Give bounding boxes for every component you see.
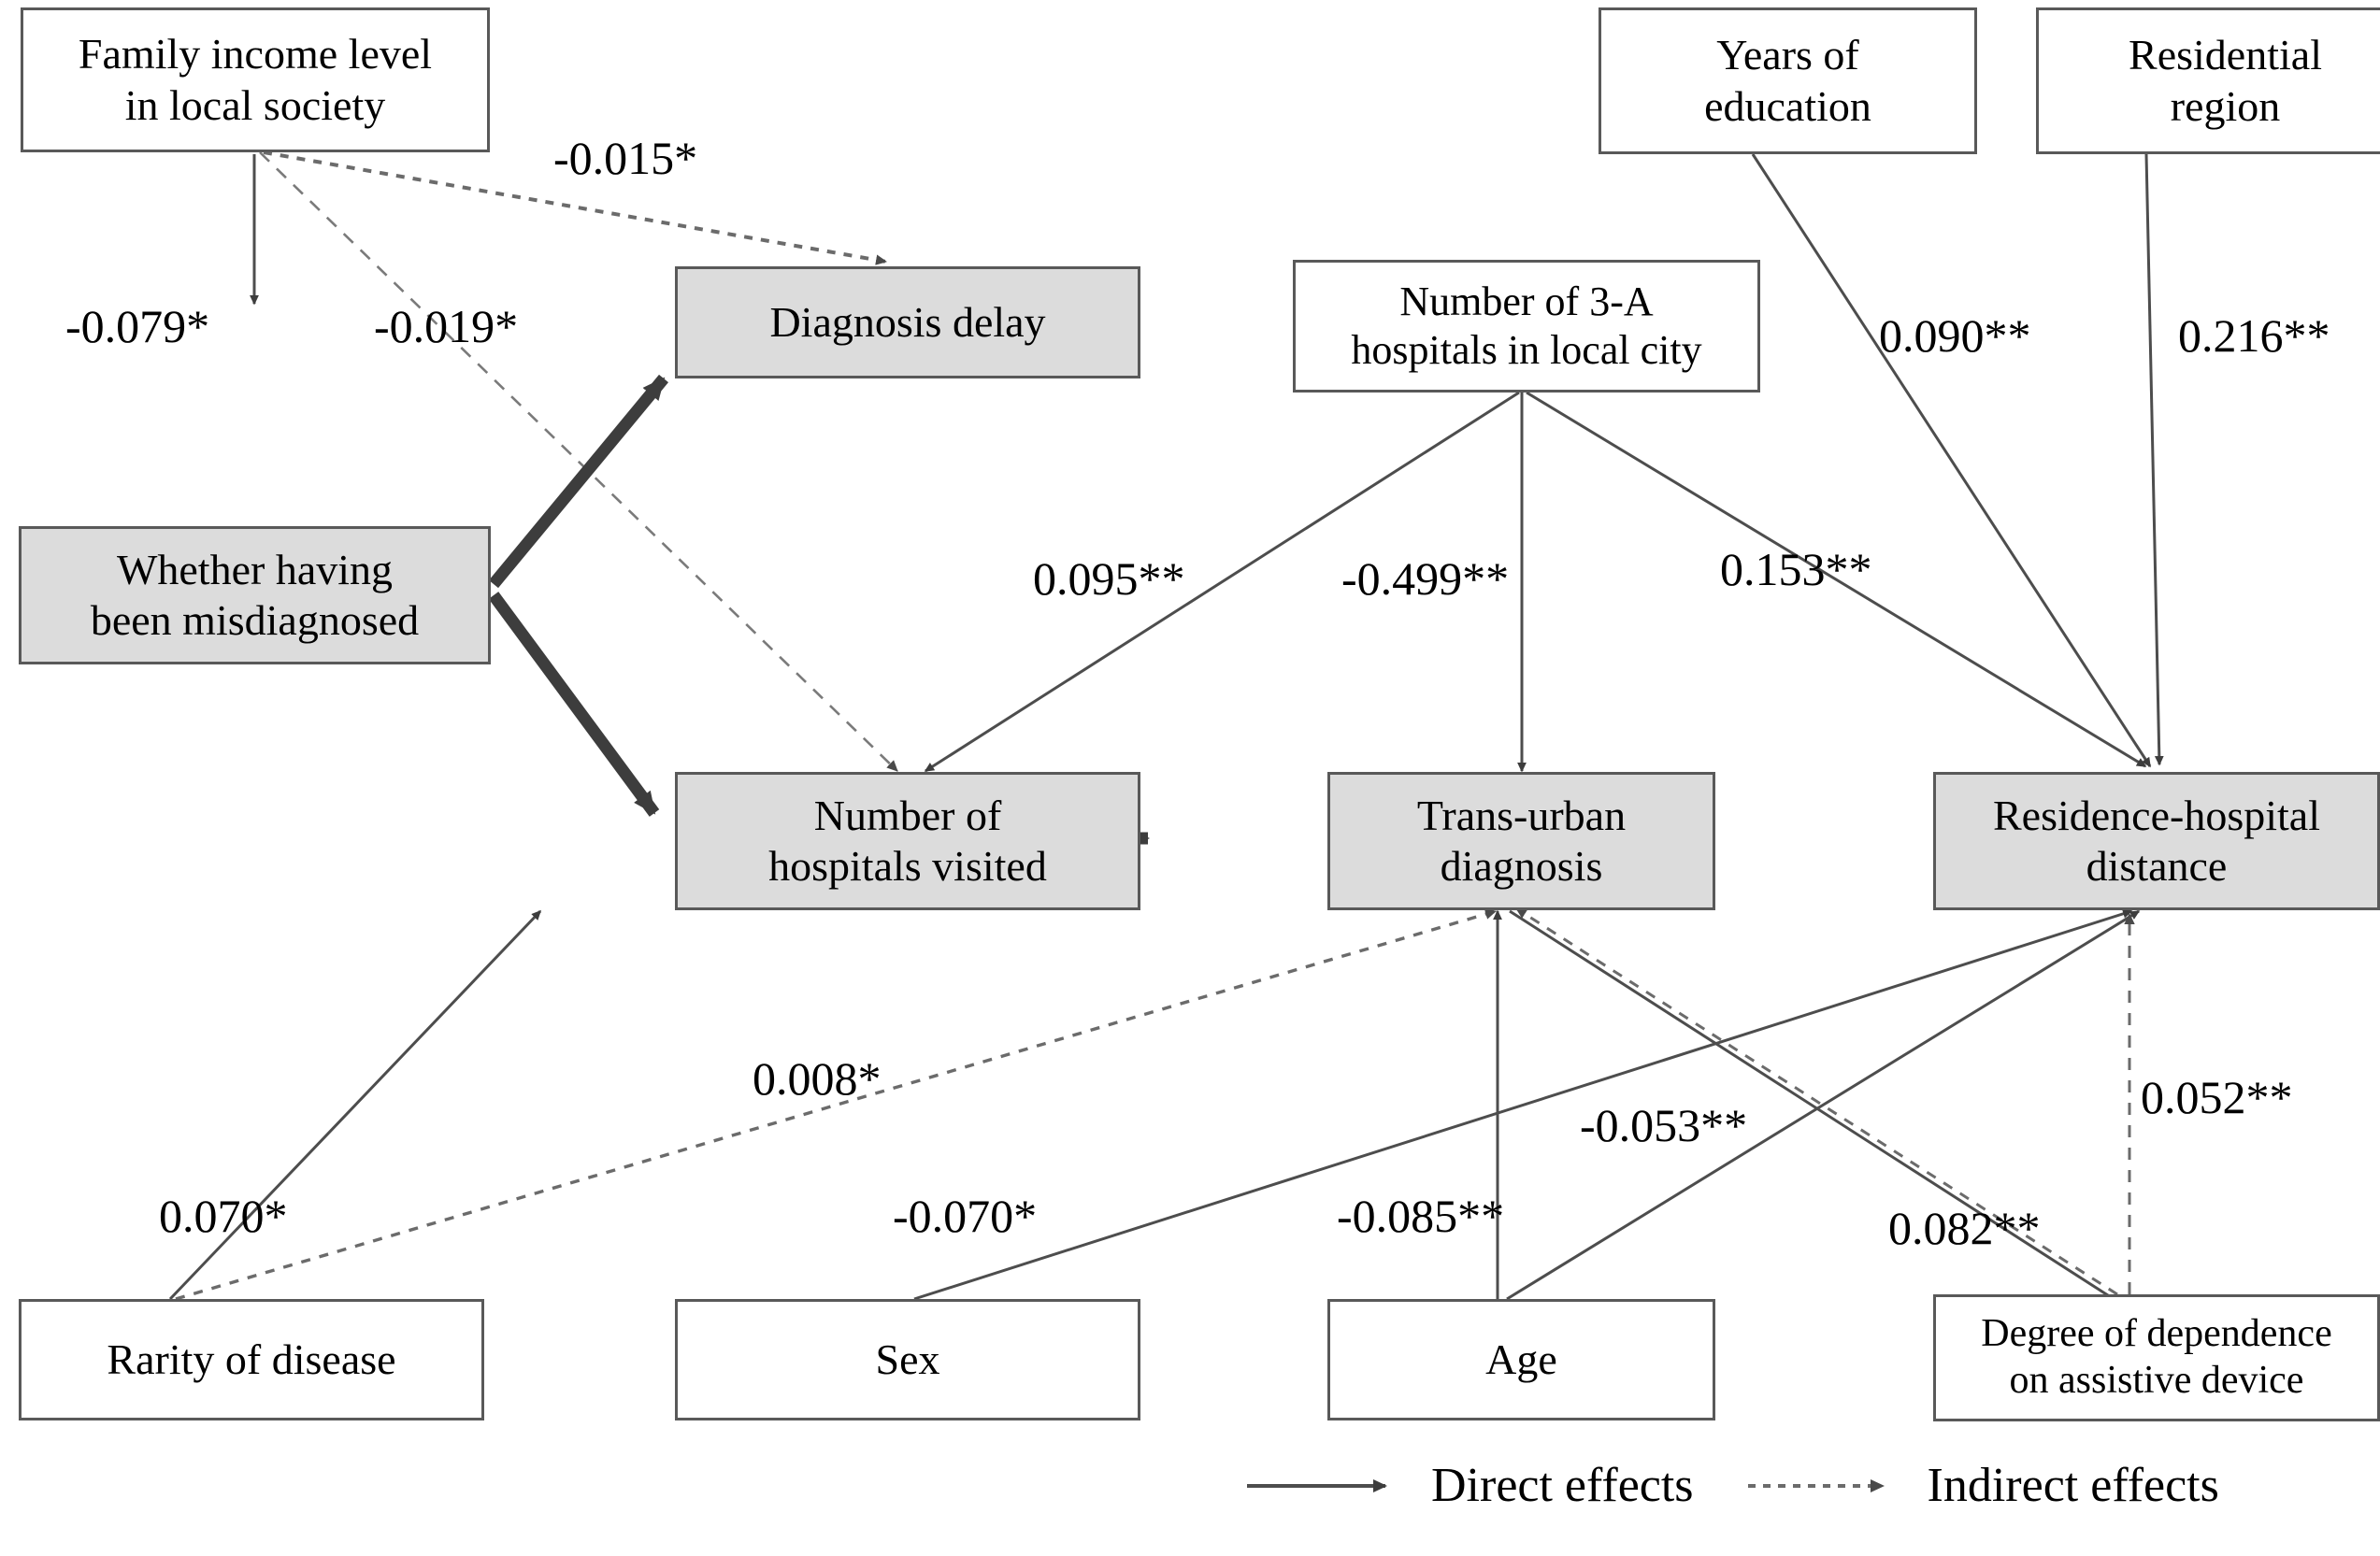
node-family-income-level[interactable]: Family income level in local society: [21, 7, 490, 152]
node-age[interactable]: Age: [1327, 1299, 1715, 1420]
node-label: Number of 3-A hospitals in local city: [1351, 278, 1702, 373]
node-label: Diagnosis delay: [769, 297, 1046, 346]
coefficient-label-age-trans-urban: -0.085**: [1337, 1190, 1505, 1242]
edge-dependence-to-trans-urban-indirect: [1515, 906, 2118, 1296]
coefficient-label-hospitals3a-hospitals-visited: 0.095**: [1033, 552, 1185, 605]
node-label: Years of education: [1704, 31, 1871, 130]
node-label: Family income level in local society: [78, 30, 433, 129]
coefficient-label-dependence-direct: 0.082**: [1888, 1202, 2041, 1254]
coefficient-label-dependence-residence-distance: 0.052**: [2141, 1071, 2293, 1123]
coefficient-label-sex-residence-distance: -0.070*: [893, 1190, 1038, 1242]
node-degree-of-dependence[interactable]: Degree of dependence on assistive device: [1933, 1294, 2380, 1421]
node-label: Age: [1485, 1335, 1557, 1383]
node-label: Sex: [875, 1335, 940, 1383]
edge-rarity-to-trans-urban: [175, 908, 1497, 1301]
coefficient-label-family-income-diagnosis-delay: -0.015*: [553, 132, 698, 184]
legend-indirect-arrow-icon: [1747, 1478, 1885, 1492]
node-rarity-of-disease[interactable]: Rarity of disease: [19, 1299, 484, 1420]
node-trans-urban-diagnosis[interactable]: Trans-urban diagnosis: [1327, 772, 1715, 910]
edge-sex-to-residence-distance: [913, 909, 2133, 1301]
node-years-of-education[interactable]: Years of education: [1599, 7, 1977, 154]
edge-rarity-to-hospitals-visited: [168, 909, 542, 1301]
coefficient-label-education-residence-distance: 0.090**: [1879, 309, 2031, 362]
node-diagnosis-delay[interactable]: Diagnosis delay: [675, 266, 1140, 378]
coefficient-label-dependence-trans-urban: -0.053**: [1580, 1099, 1748, 1151]
edge-family-income-to-hospitals-visited: [259, 151, 898, 772]
legend-direct-arrow-icon: [1247, 1478, 1387, 1492]
coefficient-label-rarity-trans-urban: 0.008*: [753, 1052, 882, 1105]
node-number-3a-hospitals[interactable]: Number of 3-A hospitals in local city: [1293, 260, 1760, 393]
node-label: Degree of dependence on assistive device: [1981, 1312, 2332, 1402]
edge-hospitals3a-to-hospitals-visited: [924, 391, 1520, 773]
node-hospitals-visited[interactable]: Number of hospitals visited: [675, 772, 1140, 910]
node-label: Whether having been misdiagnosed: [90, 545, 420, 644]
edge-education-to-residence-distance: [1751, 153, 2152, 768]
coefficient-label-family-income-hospitals-visited: -0.019*: [374, 300, 519, 352]
node-sex[interactable]: Sex: [675, 1299, 1140, 1420]
node-whether-misdiagnosed[interactable]: Whether having been misdiagnosed: [19, 526, 491, 664]
edge-region-to-residence-distance: [2144, 153, 2164, 766]
edge-hospitals3a-to-residence-distance: [1526, 391, 2147, 768]
node-label: Number of hospitals visited: [768, 791, 1047, 890]
node-residential-region[interactable]: Residential region: [2036, 7, 2380, 154]
coefficient-label-rarity-hospitals-visited: 0.070*: [159, 1190, 288, 1242]
edge-age-to-residence-distance: [1506, 909, 2141, 1301]
legend-direct-label: Direct effects: [1431, 1459, 1694, 1512]
node-label: Residence-hospital distance: [1992, 791, 2320, 890]
coefficient-label-hospitals3a-trans-urban: -0.499**: [1341, 552, 1510, 605]
coefficient-label-region-residence-distance: 0.216**: [2178, 309, 2330, 362]
edge-family-income-to-diagnosis-delay: [263, 150, 887, 265]
legend: Direct effects Indirect effects: [1243, 1458, 2219, 1513]
edge-misdiagnosed-to-hospitals-visited: [488, 592, 660, 817]
node-label: Rarity of disease: [107, 1335, 396, 1383]
node-label: Residential region: [2129, 31, 2322, 130]
node-label: Trans-urban diagnosis: [1416, 791, 1627, 890]
legend-indirect-label: Indirect effects: [1927, 1459, 2219, 1512]
coefficient-label-hospitals3a-residence-distance: 0.153**: [1720, 543, 1872, 595]
edge-misdiagnosed-to-diagnosis-delay: [488, 374, 669, 589]
edge-dependence-to-trans-urban-direct: [1509, 909, 2112, 1299]
node-residence-hospital-distance[interactable]: Residence-hospital distance: [1933, 772, 2380, 910]
coefficient-label-family-income-misdiagnosed: -0.079*: [65, 300, 210, 352]
